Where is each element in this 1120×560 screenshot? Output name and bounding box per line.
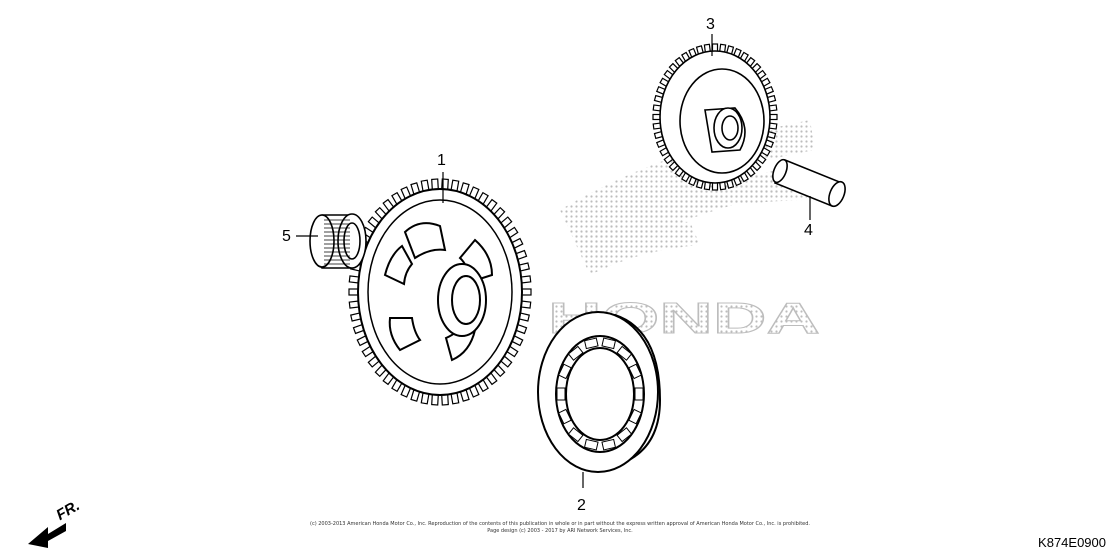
copyright-line: Page design (c) 2003 - 2017 by ARI Netwo… xyxy=(487,528,633,534)
callout-1: 1 xyxy=(437,152,446,169)
one-way-clutch xyxy=(537,311,662,473)
starter-driven-gear xyxy=(348,178,532,406)
copyright-notice: (c) 2003-2013 American Honda Motor Co., … xyxy=(0,521,1120,535)
reduction-shaft xyxy=(772,158,846,208)
needle-bearing xyxy=(309,213,367,269)
callout-5: 5 xyxy=(282,228,291,245)
callout-3: 3 xyxy=(706,16,715,33)
leader-lines xyxy=(296,34,811,488)
reduction-gear xyxy=(652,43,778,191)
front-direction-arrow xyxy=(28,523,66,548)
diagram-code: K874E0900 xyxy=(1038,535,1106,550)
callout-2: 2 xyxy=(577,497,586,514)
callout-4: 4 xyxy=(804,222,813,239)
copyright-line: (c) 2003-2013 American Honda Motor Co., … xyxy=(310,521,810,527)
